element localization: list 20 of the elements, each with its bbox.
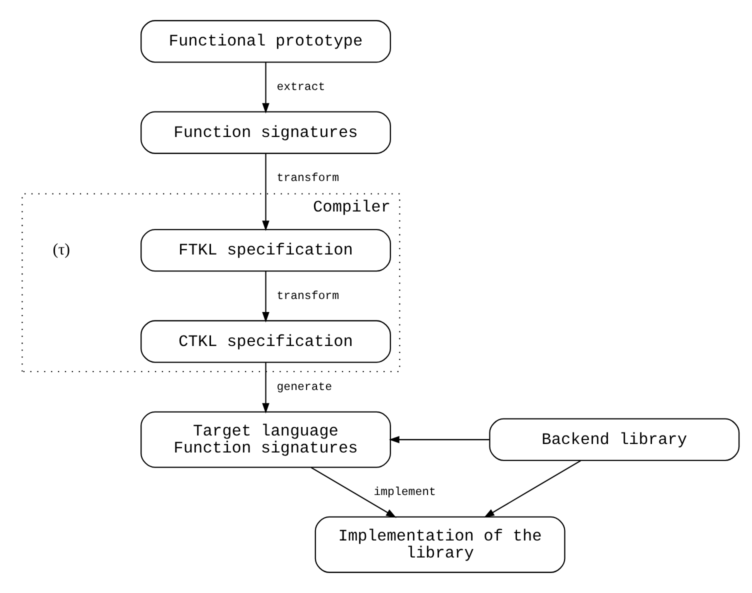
node-box: Backend library [489, 418, 740, 461]
node-box: Target language Function signatures [140, 411, 391, 468]
arrow [310, 467, 396, 518]
arrow [262, 154, 270, 232]
label: (τ) [52, 242, 70, 259]
edge-label: transform [276, 172, 340, 186]
edge-label: generate [276, 381, 332, 394]
node-box: FTKL specification [140, 228, 391, 272]
arrow [484, 460, 582, 518]
edge-label: extract [276, 80, 326, 94]
arrow [262, 271, 270, 322]
arrow [388, 436, 490, 444]
arrow [262, 362, 270, 414]
edge-label: implement [374, 486, 436, 500]
node-box: CTKL specification [140, 320, 391, 363]
edge-label: transform [276, 290, 340, 303]
arrow [262, 62, 270, 114]
node-box: Implementation of the library [314, 516, 566, 573]
node-box: Functional prototype [140, 20, 391, 63]
node-box: Function signatures [140, 111, 391, 154]
